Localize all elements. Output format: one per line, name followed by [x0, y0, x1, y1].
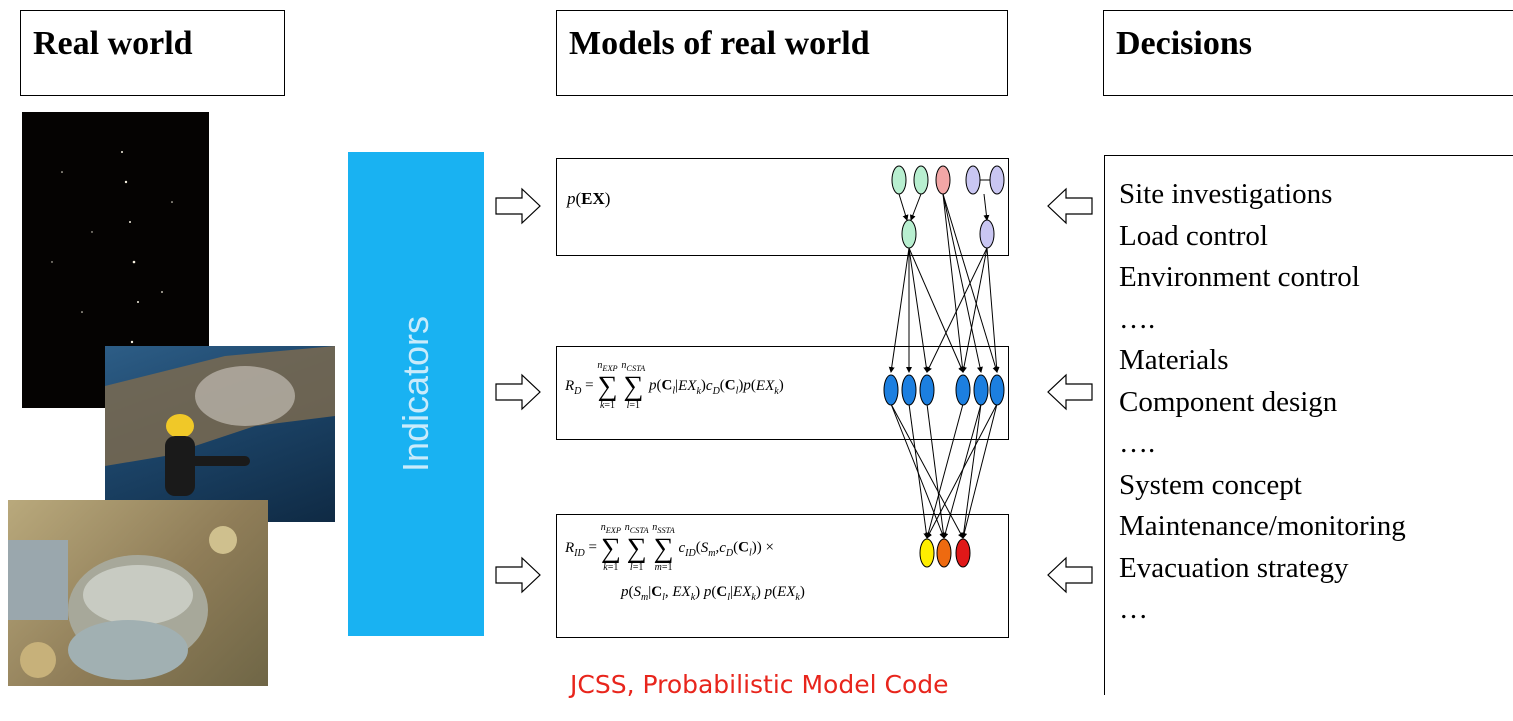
citation-footer: JCSS, Probabilistic Model Code — [570, 670, 949, 699]
network-node — [973, 374, 989, 406]
direct-risk-formula: RD = nEXP∑k=1 nCSTA∑l=1 p(Cl|EXk)cD(Cl)p… — [565, 360, 784, 412]
arrow-left-exposure — [1047, 187, 1093, 225]
decision-item: Site investigations — [1119, 178, 1333, 210]
diver-welding-photo — [105, 346, 335, 522]
header-real-world-label: Real world — [33, 25, 193, 62]
network-node — [901, 374, 917, 406]
network-node — [965, 165, 981, 195]
header-models: Models of real world — [556, 10, 1008, 96]
decision-item: Load control — [1119, 219, 1268, 252]
network-node — [989, 374, 1005, 406]
decision-item: …. — [1119, 302, 1156, 335]
corroded-joint-shapes — [8, 526, 237, 680]
header-models-label: Models of real world — [569, 25, 870, 62]
header-decisions: Decisions — [1103, 10, 1513, 96]
corroded-joint-photo — [8, 500, 268, 686]
header-real-world: Real world — [20, 10, 285, 96]
arrow-right-exposure — [495, 187, 541, 225]
indirect-risk-model-box: RID = nEXP∑k=1 nCSTA∑l=1 nSSTA∑m=1 cID(S… — [556, 514, 1009, 638]
network-node — [955, 538, 971, 568]
decision-item: … — [1119, 593, 1148, 625]
decision-item: Maintenance/monitoring — [1119, 510, 1406, 542]
decision-item: …. — [1119, 427, 1156, 459]
network-node — [913, 165, 929, 195]
exposure-model-box: p(EX) — [556, 158, 1009, 256]
decision-item: Materials — [1119, 344, 1229, 376]
network-node — [883, 374, 899, 406]
network-node — [979, 219, 995, 249]
network-node — [891, 165, 907, 195]
arrow-left-indirect — [1047, 556, 1093, 594]
network-node — [935, 165, 951, 195]
decision-item: Evacuation strategy — [1119, 551, 1349, 584]
header-decisions-label: Decisions — [1116, 25, 1252, 62]
exposure-formula: p(EX) — [567, 189, 611, 208]
arrow-right-indirect — [495, 556, 541, 594]
decision-item: Environment control — [1119, 261, 1360, 293]
network-node — [919, 538, 935, 568]
network-node — [955, 374, 971, 406]
network-edges — [888, 177, 1000, 539]
network-node — [919, 374, 935, 406]
network-node — [901, 219, 917, 249]
indirect-risk-formula: RID = nEXP∑k=1 nCSTA∑l=1 nSSTA∑m=1 cID(S… — [565, 522, 805, 604]
decisions-list: Site investigations Load control Environ… — [1104, 155, 1513, 695]
diver-welding-shapes — [105, 346, 335, 496]
arrow-left-direct — [1047, 373, 1093, 411]
indicators-bar: Indicators — [348, 152, 484, 636]
network-node — [936, 538, 952, 568]
decision-item: Component design — [1119, 385, 1338, 418]
decision-item: System concept — [1119, 468, 1302, 501]
arrow-right-direct — [495, 373, 541, 411]
direct-risk-model-box: RD = nEXP∑k=1 nCSTA∑l=1 p(Cl|EXk)cD(Cl)p… — [556, 346, 1009, 440]
network-node — [989, 165, 1005, 195]
